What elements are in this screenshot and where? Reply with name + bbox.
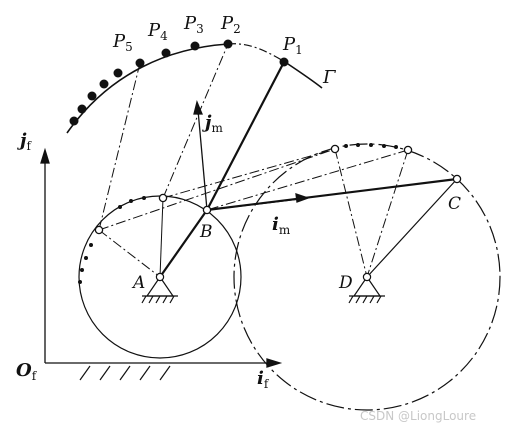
joint-prev-left [94,225,104,235]
ground-hatch [79,365,171,381]
watermark: CSDN @LiongLoure [360,409,476,423]
point-P3 [190,41,200,51]
coupler-curve-dashed [227,42,286,64]
joint-rocker-prev2 [403,145,413,155]
crank-AB [159,209,208,278]
construction-lines [98,43,409,278]
pivot-points [94,144,462,235]
fixed-frame-axes [40,147,283,368]
rocker-CD [366,178,458,278]
joint-prev-top [158,193,168,203]
rocker-positions [344,143,398,149]
label-P3: P3 [183,13,204,36]
label-B: B [199,222,213,242]
label-P1: P1 [282,34,303,57]
coupler-curve-solid [66,42,323,134]
label-jf: jf [17,130,33,153]
point-P1 [279,57,289,67]
label-D: D [338,273,353,293]
label-P5: P5 [112,31,133,54]
moving-frame-axes [193,99,310,211]
label-Of: Of [16,360,38,383]
coupler-points [69,39,289,126]
label-gamma: Γ [322,67,337,88]
label-P4: P4 [147,20,168,43]
joint-B [202,205,212,215]
label-jm: jm [202,112,224,135]
label-A: A [131,273,145,293]
point-P5 [135,58,145,68]
ground-pivot-D [348,272,385,304]
joint-rocker-prev1 [330,144,340,154]
links [159,61,458,278]
link-A-prev [159,197,164,278]
coupler-BP1 [206,61,285,211]
point-P2 [223,39,233,49]
rocker-circle [233,143,501,411]
label-im: im [272,214,291,237]
label-if: if [257,368,270,391]
point-P4 [161,48,171,58]
label-C: C [448,194,461,214]
label-P2: P2 [220,13,241,36]
crank-positions [78,196,146,284]
joint-C [452,174,462,184]
ground-pivot-A [141,272,178,304]
